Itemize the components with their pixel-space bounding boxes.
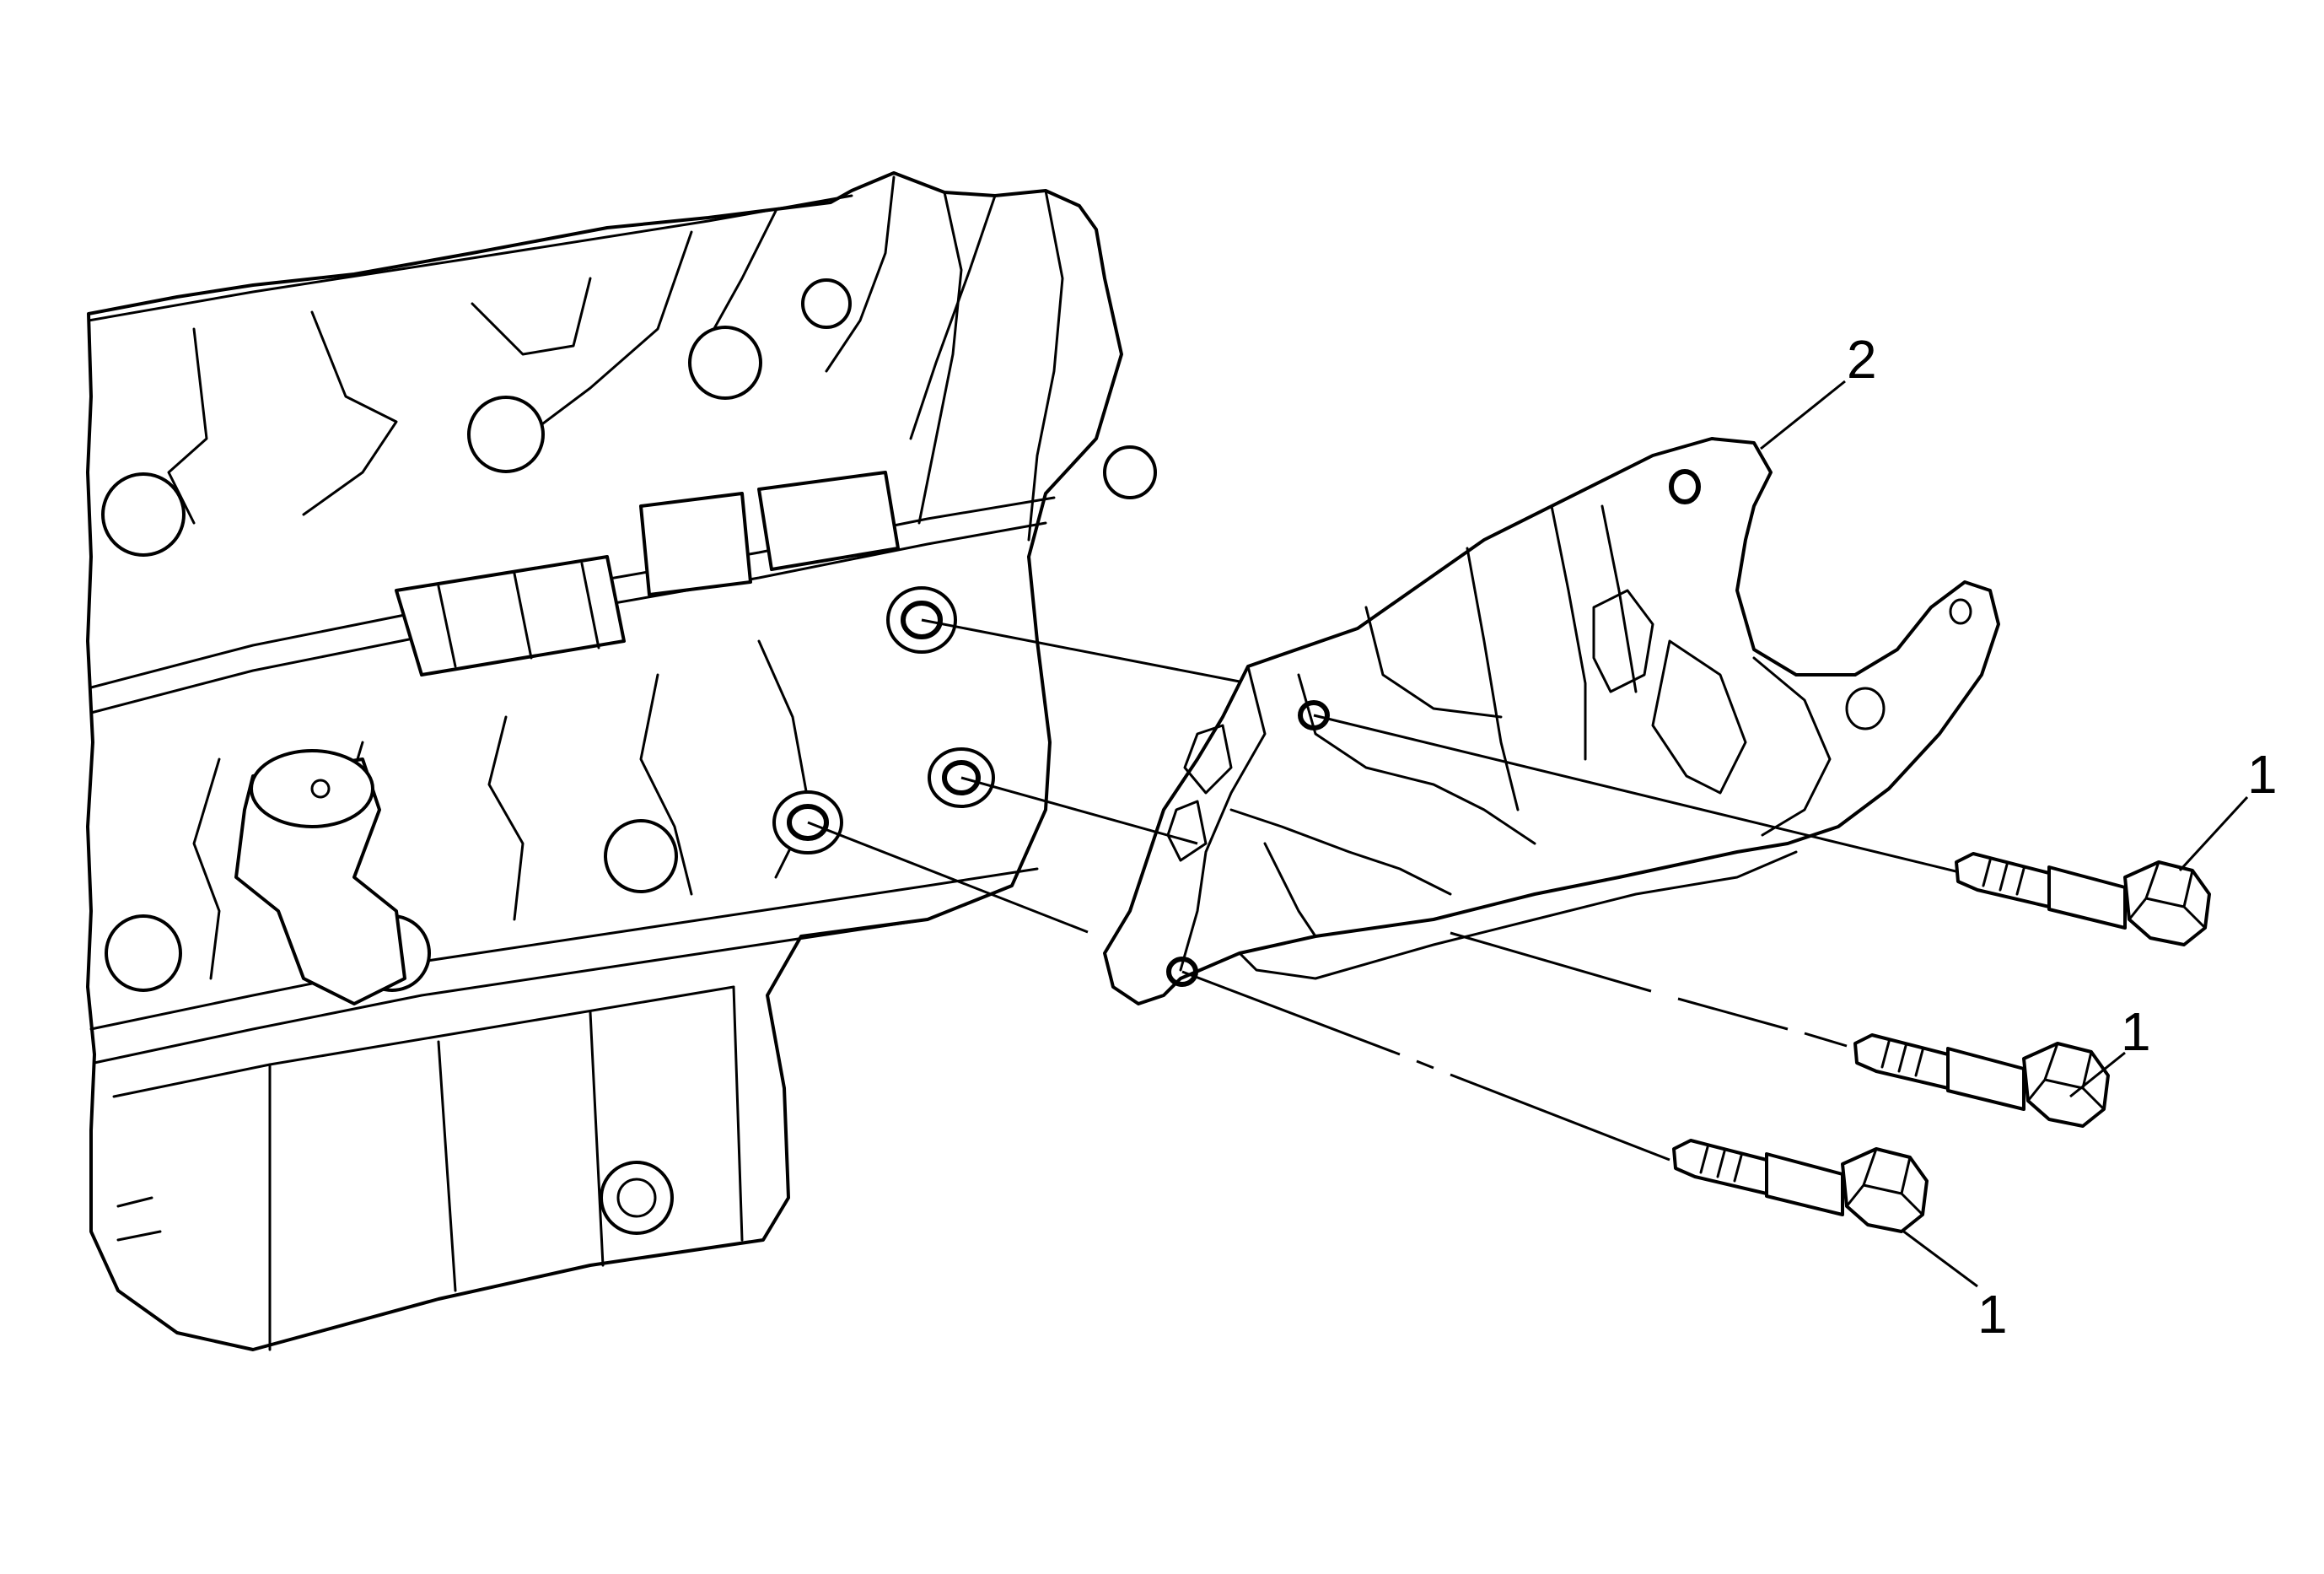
rib-6 [825, 175, 896, 373]
rib-10 [487, 715, 525, 921]
bracket-lower-edge [1238, 850, 1798, 980]
align-line-upper-a [921, 618, 1240, 683]
drain-plug [600, 1161, 674, 1235]
bracket-web-11 [1752, 656, 1832, 837]
cover-bolt-2 [801, 278, 852, 329]
rib-2 [302, 310, 398, 516]
bracket-web-6 [1600, 504, 1638, 693]
leader-bolt-top [2178, 795, 2249, 872]
leader-bracket [1760, 380, 1846, 450]
mount-boss-lower-hole [787, 804, 829, 841]
cover-bolt-1 [1103, 445, 1157, 499]
bracket-upper-hole [1669, 469, 1701, 504]
rib-8 [192, 757, 221, 980]
bracket-web-7 [1229, 808, 1452, 896]
harness-connector [395, 471, 900, 676]
callout-bolt-bottom: 1 [1977, 1284, 2008, 1345]
align-line-middle-c [1677, 997, 1789, 1031]
head-bolt-boss-3 [688, 326, 762, 400]
rib-11 [639, 673, 693, 896]
bracket-web-8 [1263, 842, 1317, 938]
mount-boss-middle-hole [942, 760, 981, 795]
bracket-web-9 [1592, 589, 1654, 693]
callout-bolt-top: 1 [2247, 744, 2278, 805]
rib-4 [521, 230, 693, 440]
bracket-web-5 [1550, 504, 1587, 761]
leader-bolt-middle [2069, 1051, 2126, 1098]
head-bolt-boss-2 [467, 396, 545, 473]
front-cover-edge [1027, 189, 1064, 542]
callout-bolt-middle: 1 [2121, 1001, 2151, 1062]
bracket-inner-hole [1845, 687, 1886, 730]
mount-boss-upper-hole [901, 601, 943, 639]
bracket-web-4 [1466, 547, 1520, 811]
align-line-lower-a [807, 821, 1089, 934]
upper-casting-edge [87, 194, 853, 322]
rib-3 [471, 277, 592, 356]
leader-bolt-bottom [1901, 1228, 1978, 1288]
bolt-bottom [1672, 1139, 1929, 1233]
align-line-middle-b [1450, 931, 1652, 993]
bracket-web-2 [1297, 673, 1536, 845]
engine-block [86, 171, 1157, 1351]
align-line-lower-c [1416, 1059, 1434, 1070]
oil-pan [112, 985, 744, 1351]
mounting-bracket [1103, 437, 2000, 1005]
bracket-web-12 [1183, 724, 1233, 795]
bracket-right-hole [1949, 598, 1972, 625]
rib-7 [909, 194, 997, 440]
align-line-lower-d [1450, 1073, 1670, 1162]
front-cover-edge-2 [917, 191, 963, 525]
bracket-web-1 [1179, 665, 1267, 972]
align-line-lower-b [1181, 970, 1401, 1056]
bracket-outline [1103, 437, 2000, 1005]
lower-deck-line [89, 867, 1039, 1031]
bolt-middle [1853, 1033, 2110, 1128]
align-line-middle-a [960, 776, 1198, 845]
bracket-web-13 [1166, 800, 1208, 862]
leader-lines [1760, 380, 2249, 1288]
bolt-top [1955, 852, 2211, 946]
bracket-web-10 [1651, 639, 1747, 795]
head-bolt-boss-1 [101, 472, 186, 557]
alignment-lines [807, 618, 1974, 1162]
oil-sensor [234, 749, 406, 1005]
lower-deck-line-2 [93, 918, 929, 1065]
align-line-upper-b [1313, 714, 1974, 877]
engine-block-outline [86, 171, 1123, 1351]
head-bolt-boss-4 [105, 914, 182, 992]
callout-bracket: 2 [1847, 329, 1877, 390]
bracket-web-3 [1364, 606, 1503, 719]
align-line-middle-d [1804, 1032, 1848, 1048]
head-bolt-boss-5 [604, 819, 678, 893]
bracket-flange-hole-lower [1166, 957, 1198, 987]
